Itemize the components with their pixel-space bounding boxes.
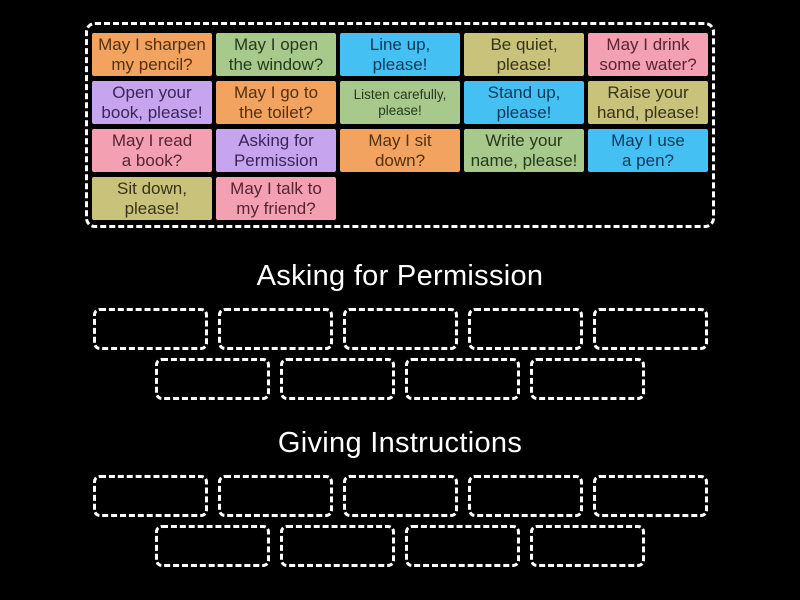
- word-card[interactable]: Asking for Permission: [216, 129, 336, 172]
- slot-row: [0, 525, 800, 567]
- word-bank: May I sharpen my pencil?May I open the w…: [85, 22, 715, 228]
- drop-slot[interactable]: [405, 358, 520, 400]
- word-card[interactable]: Raise your hand, please!: [588, 81, 708, 124]
- slot-row: [0, 475, 800, 517]
- word-card[interactable]: Sit down, please!: [92, 177, 212, 220]
- drop-slot[interactable]: [342, 475, 458, 517]
- group-section-asking-for-permission: Asking for Permission: [0, 252, 800, 400]
- slot-row: [0, 308, 800, 350]
- word-card[interactable]: Write your name, please!: [464, 129, 584, 172]
- word-card[interactable]: Open your book, please!: [92, 81, 212, 124]
- drop-slot[interactable]: [155, 525, 270, 567]
- word-card[interactable]: May I open the window?: [216, 33, 336, 76]
- word-card[interactable]: Be quiet, please!: [464, 33, 584, 76]
- word-card[interactable]: May I read a book?: [92, 129, 212, 172]
- drop-slot[interactable]: [280, 358, 395, 400]
- drop-slot[interactable]: [592, 475, 708, 517]
- word-card[interactable]: May I sit down?: [340, 129, 460, 172]
- slot-rows: [0, 475, 800, 567]
- drop-slot[interactable]: [92, 475, 208, 517]
- word-card[interactable]: May I talk to my friend?: [216, 177, 336, 220]
- drop-slot[interactable]: [405, 525, 520, 567]
- slot-row: [0, 358, 800, 400]
- word-card[interactable]: Stand up, please!: [464, 81, 584, 124]
- drop-slot[interactable]: [467, 475, 583, 517]
- drop-slot[interactable]: [92, 308, 208, 350]
- slot-rows: [0, 308, 800, 400]
- drop-slot[interactable]: [280, 525, 395, 567]
- word-card[interactable]: May I sharpen my pencil?: [92, 33, 212, 76]
- word-card[interactable]: May I go to the toilet?: [216, 81, 336, 124]
- word-card[interactable]: Line up, please!: [340, 33, 460, 76]
- drop-slot[interactable]: [467, 308, 583, 350]
- drop-slot[interactable]: [217, 308, 333, 350]
- word-card[interactable]: May I use a pen?: [588, 129, 708, 172]
- drop-slot[interactable]: [217, 475, 333, 517]
- group-section-giving-instructions: Giving Instructions: [0, 419, 800, 567]
- drop-slot[interactable]: [530, 358, 645, 400]
- word-card[interactable]: May I drink some water?: [588, 33, 708, 76]
- drop-slot[interactable]: [155, 358, 270, 400]
- drop-slot[interactable]: [342, 308, 458, 350]
- word-card[interactable]: Listen carefully, please!: [340, 81, 460, 124]
- drop-slot[interactable]: [530, 525, 645, 567]
- drop-slot[interactable]: [592, 308, 708, 350]
- group-title: Asking for Permission: [256, 260, 544, 292]
- group-title: Giving Instructions: [277, 427, 523, 459]
